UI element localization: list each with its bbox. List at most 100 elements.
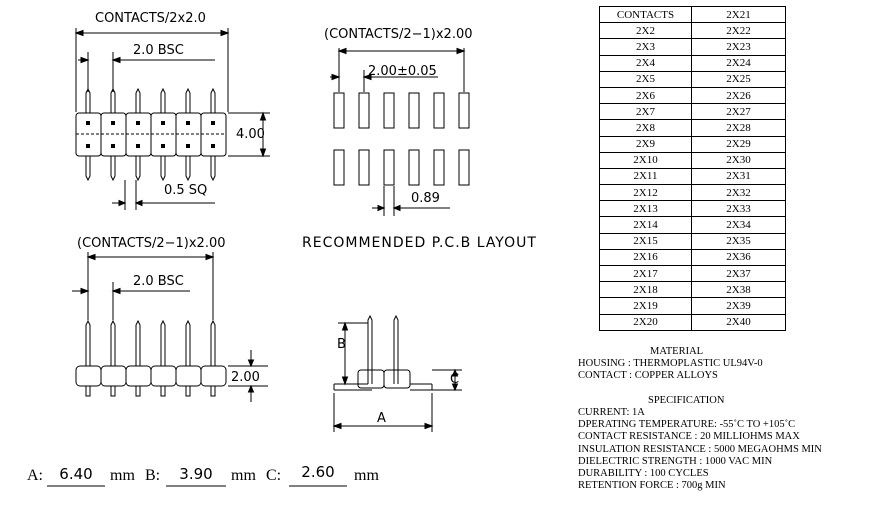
material-title: MATERIAL [650,346,704,357]
front-view-width-label: (CONTACTS/2−1)x2.00 [77,236,226,251]
table-cell: 2X39 [691,297,786,315]
table-cell: 2X8 [599,119,692,137]
table-cell: 2X37 [691,264,786,283]
specification-line: DPERATING TEMPERATURE: -55˚C TO +105˚C [578,419,796,431]
pcb-width-label: (CONTACTS/2−1)x2.00 [324,27,473,42]
table-cell: 2X25 [691,70,786,88]
table-cell: 2X40 [691,313,786,331]
table-cell: 2X16 [599,248,692,267]
material-housing: HOUSING : THERMOPLASTIC UL94V-0 [578,358,763,369]
dim-a-label: A: [27,467,43,484]
table-cell: 2X22 [691,22,786,40]
top-view-pin-label: 0.5 SQ [164,183,208,198]
table-cell: 2X3 [599,38,692,56]
table-cell: 2X30 [691,151,786,169]
dim-b-unit: mm [231,467,256,484]
table-cell: 2X7 [599,103,692,121]
table-cell: 2X24 [691,54,786,72]
table-cell: 2X38 [691,281,786,299]
front-view-drawing [72,252,268,402]
table-cell: 2X28 [691,119,786,137]
table-cell: 2X29 [691,135,786,153]
table-cell: 2X4 [599,54,692,72]
table-cell: 2X5 [599,70,692,88]
table-cell: 2X36 [691,248,786,267]
pcb-layout-caption: RECOMMENDED P.C.B LAYOUT [302,235,537,251]
table-cell: 2X14 [599,216,692,234]
dim-c-value: 2.60 [301,463,335,481]
table-cell: 2X23 [691,38,786,56]
side-view-a-label: A [377,411,386,426]
specification-line: RETENTION FORCE : 700g MIN [578,480,726,492]
table-cell: 2X6 [599,86,692,105]
specification-title: SPECIFICATION [648,395,725,406]
table-cell: 2X17 [599,264,692,283]
top-view-width-label: CONTACTS/2x2.0 [95,11,206,26]
table-cell: 2X21 [691,5,786,24]
dim-c-unit: mm [354,467,379,484]
table-cell: 2X9 [599,135,692,153]
table-cell: 2X2 [599,22,692,40]
top-view-height-label: 4.00 [236,127,265,142]
table-cell: 2X35 [691,232,786,250]
table-cell: 2X11 [599,167,692,186]
table-cell: 2X27 [691,103,786,121]
dim-b-label: B: [145,467,161,484]
table-cell: 2X32 [691,184,786,202]
table-cell: 2X31 [691,167,786,186]
pcb-hole-label: 0.89 [411,191,440,206]
top-view-pitch-label: 2.0 BSC [133,43,184,58]
table-cell: 2X10 [599,151,692,169]
pcb-pitch-label: 2.00±0.05 [368,64,437,79]
pcb-layout-drawing [330,47,470,216]
material-contact: CONTACT : COPPER ALLOYS [578,370,718,381]
side-view-drawing [332,314,462,432]
specification-line: DIELECTRIC STRENGTH : 1000 VAC MIN [578,455,773,467]
dim-a-unit: mm [110,467,135,484]
specification-line: INSULATION RESISTANCE : 5000 MEGAOHMS MI… [578,443,822,455]
table-cell: 2X33 [691,200,786,218]
table-cell: 2X26 [691,86,786,105]
specification-line: CONTACT RESISTANCE : 20 MILLIOHMS MAX [578,431,800,443]
dim-c-label: C: [266,467,282,484]
table-cell: 2X12 [599,184,692,202]
side-view-c-label: C [450,372,460,387]
table-cell: 2X18 [599,281,692,299]
contacts-table-header: CONTACTS 2X21 [599,5,786,24]
front-view-pitch-label: 2.0 BSC [133,274,184,289]
side-view-b-label: B [337,337,346,352]
specification-line: DURABILITY : 100 CYCLES [578,468,709,480]
top-view-drawing [74,28,270,210]
table-cell: 2X20 [599,313,692,331]
table-cell: 2X34 [691,216,786,234]
table-cell: 2X15 [599,232,692,250]
table-cell: 2X13 [599,200,692,218]
dim-a-value: 6.40 [59,465,93,483]
specification-line: CURRENT: 1A [578,407,645,418]
dim-b-value: 3.90 [179,465,213,483]
table-cell: 2X19 [599,297,692,315]
table-cell: CONTACTS [599,5,692,24]
front-view-height-label: 2.00 [231,370,260,385]
